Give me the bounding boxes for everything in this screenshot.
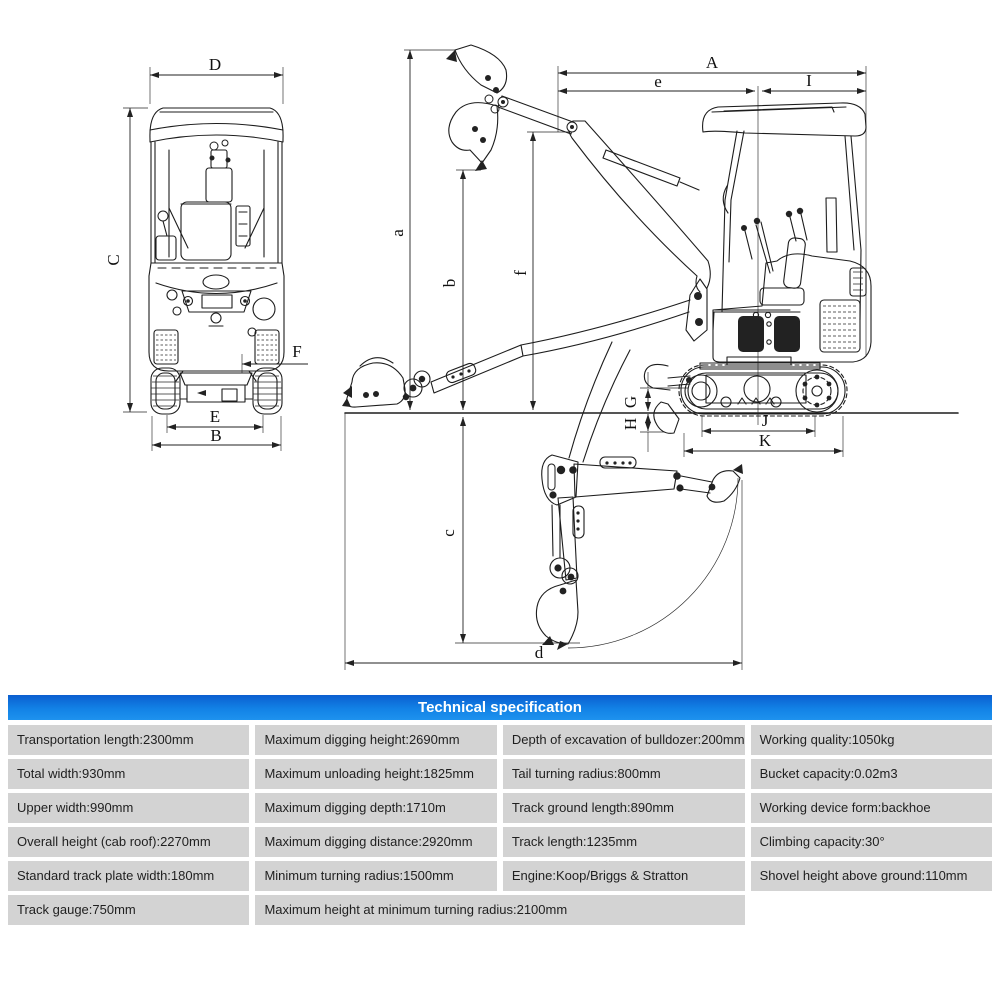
- spec-min-turning-radius: Minimum turning radius:1500mm: [255, 861, 497, 891]
- spec-overall-height: Overall height (cab roof):2270mm: [8, 827, 250, 857]
- spec-grid: Transportation length:2300mm Maximum dig…: [8, 725, 992, 925]
- boom-raised-pose: [446, 44, 711, 293]
- table-header-title: Technical specification: [8, 695, 992, 720]
- spec-max-digging-depth: Maximum digging depth:1710m: [255, 793, 497, 823]
- side-view: [643, 102, 872, 434]
- spec-track-ground-length: Track ground length:890mm: [502, 793, 745, 823]
- dim-label-E: E: [210, 407, 220, 426]
- spec-track-length: Track length:1235mm: [502, 827, 745, 857]
- spec-total-width: Total width:930mm: [8, 759, 250, 789]
- spec-max-digging-height: Maximum digging height:2690mm: [255, 725, 497, 755]
- spec-transportation-length: Transportation length:2300mm: [8, 725, 250, 755]
- spec-shovel-height-above-ground: Shovel height above ground:110mm: [750, 861, 992, 891]
- dim-label-f: f: [511, 270, 530, 276]
- dim-label-G: G: [621, 396, 640, 408]
- technical-drawing: D C E B F A e I a b f c d G H J K: [104, 44, 959, 670]
- boom-reach-pose: [342, 299, 691, 408]
- dim-label-K: K: [759, 431, 772, 450]
- dim-label-b: b: [440, 279, 459, 288]
- spec-bucket-capacity: Bucket capacity:0.02m3: [750, 759, 992, 789]
- digging-pose: [535, 341, 743, 650]
- spec-bulldozer-excavation-depth: Depth of excavation of bulldozer:200mm: [502, 725, 745, 755]
- dim-label-C: C: [104, 254, 123, 265]
- spec-max-height-min-turning-radius: Maximum height at minimum turning radius…: [255, 895, 745, 925]
- dim-label-B: B: [210, 426, 221, 445]
- dim-label-e: e: [654, 72, 662, 91]
- dimension-lines: D C E B F A e I a b f c d G H J K: [104, 49, 959, 670]
- spec-track-gauge: Track gauge:750mm: [8, 895, 250, 925]
- dim-label-c: c: [439, 529, 458, 537]
- dim-label-J: J: [762, 411, 769, 430]
- spec-table: Technical specification Transportation l…: [8, 695, 992, 925]
- dim-label-a: a: [388, 229, 407, 237]
- rear-view: [148, 107, 285, 415]
- spec-track-plate-width: Standard track plate width:180mm: [8, 861, 250, 891]
- dim-label-D: D: [209, 55, 221, 74]
- spec-working-quality: Working quality:1050kg: [750, 725, 992, 755]
- spec-climbing-capacity: Climbing capacity:30°: [750, 827, 992, 857]
- dim-label-d: d: [535, 643, 544, 662]
- spec-engine: Engine:Koop/Briggs & Stratton: [502, 861, 745, 891]
- spec-upper-width: Upper width:990mm: [8, 793, 250, 823]
- spec-working-device-form: Working device form:backhoe: [750, 793, 992, 823]
- spec-max-digging-distance: Maximum digging distance:2920mm: [255, 827, 497, 857]
- dim-label-I: I: [806, 71, 812, 90]
- spec-tail-turning-radius: Tail turning radius:800mm: [502, 759, 745, 789]
- dim-label-H: H: [621, 418, 640, 430]
- dim-label-A: A: [706, 53, 719, 72]
- dim-label-F: F: [292, 342, 301, 361]
- spec-max-unloading-height: Maximum unloading height:1825mm: [255, 759, 497, 789]
